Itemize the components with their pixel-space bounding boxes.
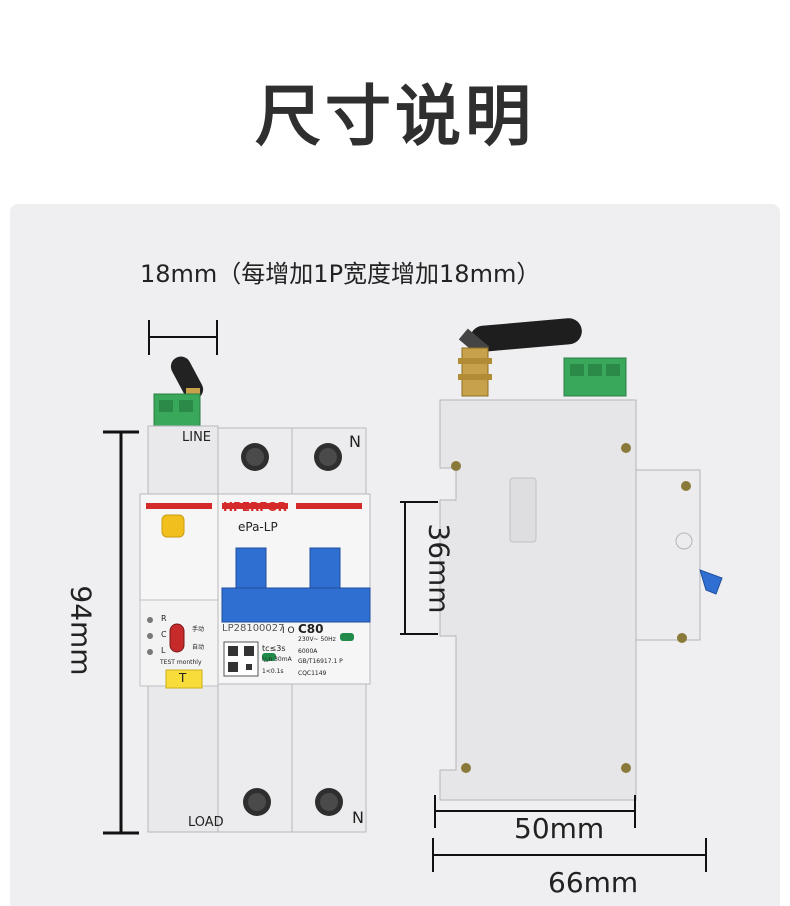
serial-label: LP28100027 [222, 623, 285, 634]
auto-label: 自动 [192, 644, 205, 651]
model-label: ePa-LP [238, 520, 278, 534]
test-key-label: T [179, 671, 187, 685]
dim-18mm-line [148, 320, 218, 355]
front-module-control [139, 425, 219, 833]
on-off-label: I O [282, 626, 295, 636]
n-top-label: N [349, 432, 361, 451]
voltage-label: 230V~ 50Hz [298, 636, 336, 643]
indicator-l-label: L [161, 646, 166, 655]
trip-time-label: tc≤3s [262, 644, 286, 653]
n-bottom-label: N [352, 808, 364, 827]
dim-50mm-line [434, 795, 636, 828]
residual-label: I△n 30mA [262, 656, 292, 663]
height-36mm-label: 36mm [422, 523, 456, 614]
standard-label: GB/T16917.1 P [298, 658, 343, 665]
manual-label: 手动 [192, 626, 205, 633]
aux-label: 1<0.1s [262, 668, 284, 675]
page-title: 尺寸说明 [255, 78, 535, 155]
width-66mm-label: 66mm [548, 866, 639, 899]
front-green-terminal [153, 393, 201, 429]
height-94mm-label: 94mm [64, 585, 98, 676]
side-body [439, 399, 723, 801]
cert-label: CQC1149 [298, 670, 327, 677]
capacity-label: 6000A [298, 648, 318, 655]
rating-label: C80 [298, 622, 324, 636]
indicator-c-label: C [161, 630, 167, 639]
dim-94mm-line [103, 430, 139, 835]
front-module-breaker [217, 427, 371, 833]
load-label: LOAD [188, 815, 224, 830]
side-green-terminal [563, 357, 627, 397]
side-antenna [458, 318, 582, 397]
top-width-note: 18mm（每增加1P宽度增加18mm） [140, 260, 541, 288]
test-label: TEST monthly [160, 659, 202, 666]
brand-label: HPERFOR [223, 500, 287, 514]
dim-36mm-line [400, 501, 438, 635]
width-50mm-label: 50mm [514, 812, 605, 845]
indicator-r-label: R [161, 614, 167, 623]
line-label: LINE [182, 430, 212, 445]
dim-66mm-line [432, 838, 707, 872]
